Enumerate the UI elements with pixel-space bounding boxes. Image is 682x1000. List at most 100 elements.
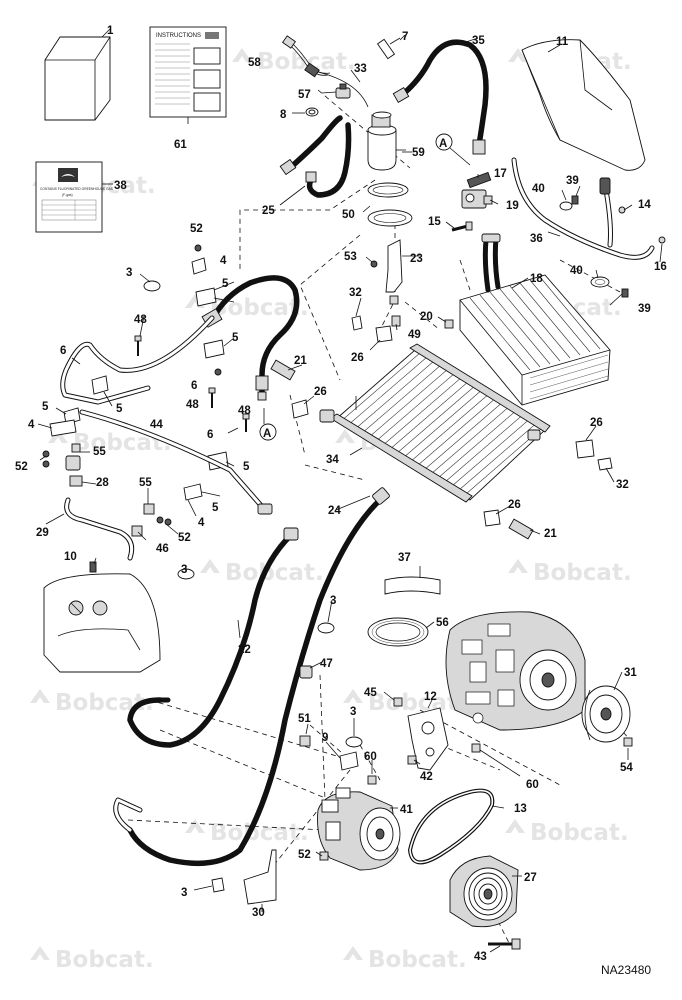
callout-58: 58: [248, 57, 261, 69]
callout-57: 57: [298, 89, 311, 101]
callout-55: 55: [93, 446, 106, 458]
callout-47: 47: [320, 658, 333, 670]
engine-assembly: [445, 611, 586, 731]
part-54-bolt: [623, 737, 633, 747]
callout-48: 48: [186, 399, 199, 411]
callout-5: 5: [212, 502, 219, 514]
part-39-40-grommets: [559, 195, 629, 298]
callout-27: 27: [524, 872, 537, 884]
watermark-text: Bobcat.: [533, 560, 632, 586]
callout-51: 51: [298, 713, 311, 725]
callout-52: 52: [298, 849, 311, 861]
small-parts-45-47-51: [299, 665, 403, 747]
part-23-bracket: [370, 239, 420, 327]
callout-52: 52: [190, 223, 203, 235]
callout-52: 52: [178, 532, 191, 544]
part-31-pulley: [581, 685, 631, 743]
part-56-seal-coil: [367, 617, 429, 647]
connector-a-label: A: [439, 138, 447, 150]
callout-45: 45: [364, 687, 377, 699]
callout-19: 19: [506, 200, 519, 212]
callout-20: 20: [420, 311, 433, 323]
part-41-compressor: [317, 787, 401, 871]
callout-4: 4: [28, 419, 35, 431]
instructions-title: INSTRUCTIONS: [156, 33, 201, 39]
callout-5: 5: [116, 403, 123, 415]
callout-4: 4: [220, 255, 227, 267]
callout-6: 6: [60, 345, 66, 357]
callout-1: 1: [107, 25, 114, 37]
callout-43: 43: [474, 951, 487, 963]
callout-40: 40: [532, 183, 545, 195]
callout-32: 32: [616, 479, 629, 491]
callout-16: 16: [654, 261, 667, 273]
callout-21: 21: [294, 355, 307, 367]
part-18-evaporator: [459, 233, 611, 406]
callout-14: 14: [638, 199, 651, 211]
watermark-logo: [232, 48, 252, 62]
callout-30: 30: [252, 907, 265, 919]
part-48-bolts: [134, 335, 250, 432]
callout-35: 35: [472, 35, 485, 47]
callout-21: 21: [544, 528, 557, 540]
part-52-bolts: [42, 460, 329, 861]
callout-5: 5: [42, 401, 49, 413]
callout-55: 55: [139, 477, 152, 489]
callout-61: 61: [174, 139, 187, 151]
part-43-bolt: [488, 938, 521, 950]
part-38-refrigerant-label: CONTAINS FLUORINATED GREENHOUSE GAS (F-g…: [35, 161, 114, 233]
callout-59: 59: [412, 147, 425, 159]
callout-3: 3: [330, 595, 336, 607]
callout-23: 23: [410, 253, 423, 265]
callout-50: 50: [342, 209, 355, 221]
callout-3: 3: [126, 267, 132, 279]
part-61-instructions-sheet: INSTRUCTIONS: [149, 26, 227, 124]
callout-17: 17: [494, 168, 507, 180]
part-20-bolt: [444, 319, 454, 329]
callout-28: 28: [96, 477, 109, 489]
callout-12: 12: [424, 691, 437, 703]
callout-5: 5: [232, 332, 239, 344]
connector-a-marker-top: A: [435, 133, 471, 166]
part-57-switch: [335, 83, 351, 99]
callout-53: 53: [344, 251, 357, 263]
label-gas: (F-gas): [62, 193, 73, 197]
part-7-fitting: [376, 37, 401, 60]
callout-3: 3: [181, 564, 187, 576]
callout-10: 10: [64, 551, 77, 563]
brackets-4-5: [49, 244, 363, 748]
callout-32: 32: [349, 287, 362, 299]
callout-25: 25: [262, 205, 275, 217]
part-22-hose: [127, 527, 299, 748]
callout-36: 36: [530, 233, 543, 245]
watermark-text: Bobcat.: [530, 820, 629, 846]
callout-54: 54: [620, 762, 633, 774]
callout-40: 40: [570, 265, 583, 277]
part-12-bracket: [407, 707, 481, 771]
part-36-drain-tube: [511, 157, 655, 260]
part-17-expansion-valve: [461, 171, 493, 209]
callout-6: 6: [207, 429, 213, 441]
watermark-text: Bobcat.: [225, 560, 324, 586]
callout-60: 60: [526, 779, 539, 791]
callout-7: 7: [402, 31, 408, 43]
part-10-control-panel: [43, 561, 161, 673]
callout-6: 6: [191, 380, 197, 392]
callout-49: 49: [408, 329, 421, 341]
part-8-oring: [305, 107, 319, 117]
callout-13: 13: [514, 803, 527, 815]
callout-52: 52: [15, 461, 28, 473]
part-25-hose: [279, 115, 352, 198]
part-58-pressure-switch-wire: [281, 35, 369, 108]
callout-5: 5: [243, 461, 250, 473]
callout-18: 18: [530, 273, 543, 285]
part-37-tape: [384, 576, 441, 595]
callout-11: 11: [556, 36, 569, 48]
part-15-bolt: [451, 221, 473, 232]
callout-60: 60: [364, 751, 377, 763]
part-44-tube: [79, 409, 273, 515]
callout-24: 24: [328, 505, 341, 517]
callout-42: 42: [420, 771, 433, 783]
callout-48: 48: [134, 314, 147, 326]
callout-8: 8: [280, 109, 287, 121]
